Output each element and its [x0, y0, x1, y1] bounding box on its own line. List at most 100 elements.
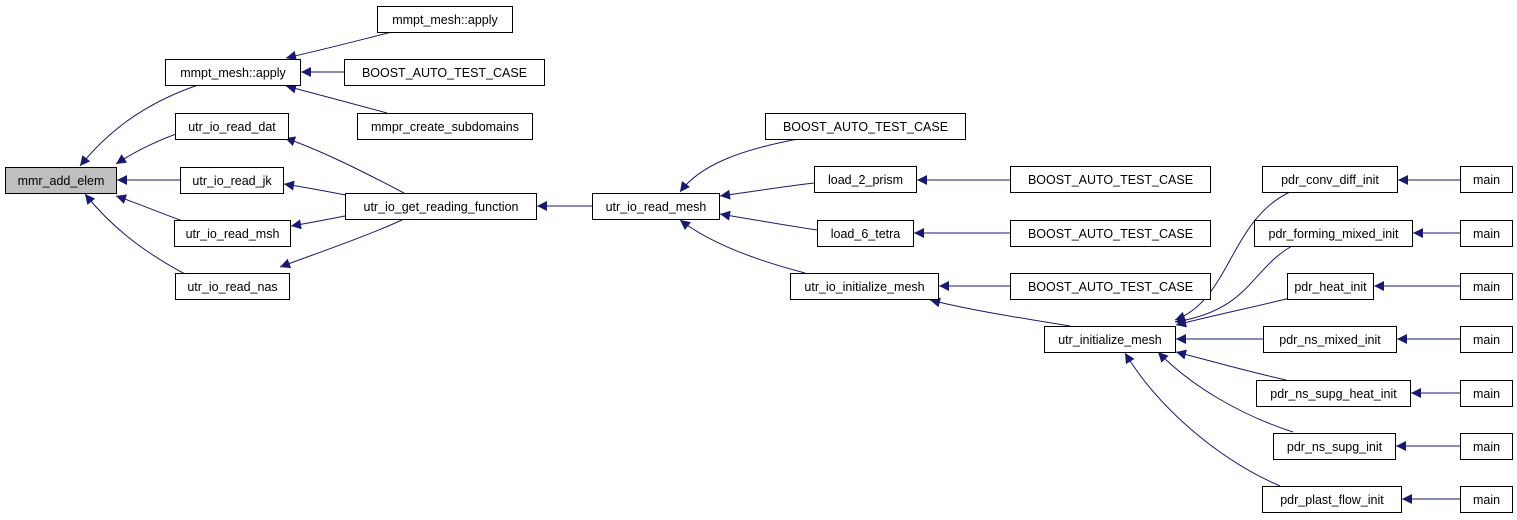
node-load_2_prism[interactable]: load_2_prism: [814, 166, 917, 193]
node-box[interactable]: [357, 113, 533, 140]
node-label: mmpt_mesh::apply: [392, 13, 498, 27]
node-main_4[interactable]: main: [1460, 326, 1513, 353]
node-utr_io_read_jk[interactable]: utr_io_read_jk: [180, 167, 284, 194]
node-label: load_2_prism: [828, 173, 903, 187]
node-main_1[interactable]: main: [1460, 166, 1513, 193]
node-box[interactable]: [1044, 326, 1176, 353]
node-load_6_tetra[interactable]: load_6_tetra: [817, 220, 914, 247]
node-main_5[interactable]: main: [1460, 380, 1513, 407]
node-boost_1[interactable]: BOOST_AUTO_TEST_CASE: [344, 59, 545, 86]
node-box[interactable]: [377, 6, 513, 33]
node-box[interactable]: [1460, 326, 1513, 353]
node-label: utr_io_initialize_mesh: [804, 280, 924, 294]
node-box[interactable]: [814, 166, 917, 193]
node-label: utr_io_read_nas: [187, 280, 277, 294]
node-utr_io_initialize_mesh[interactable]: utr_io_initialize_mesh: [790, 273, 939, 300]
node-box[interactable]: [174, 220, 291, 247]
node-box[interactable]: [592, 193, 720, 220]
edge-mmpt_apply_b-to-mmpt_apply_a: [285, 31, 393, 61]
node-pdr_forming_mixed_init[interactable]: pdr_forming_mixed_init: [1254, 220, 1413, 247]
node-pdr_ns_supg_init[interactable]: pdr_ns_supg_init: [1273, 433, 1396, 460]
node-main_2[interactable]: main: [1460, 220, 1513, 247]
edge-mmpr_create_subdomains-to-mmpt_apply_a: [285, 83, 388, 114]
node-box[interactable]: [1262, 486, 1402, 513]
node-mmr_add_elem[interactable]: mmr_add_elem: [5, 167, 117, 194]
node-utr_initialize_mesh[interactable]: utr_initialize_mesh: [1044, 326, 1176, 353]
node-boost_3[interactable]: BOOST_AUTO_TEST_CASE: [1010, 166, 1211, 193]
node-pdr_plast_flow_init[interactable]: pdr_plast_flow_init: [1262, 486, 1402, 513]
edge-mmpt_apply_a-to-mmr_add_elem: [79, 84, 199, 167]
node-pdr_heat_init[interactable]: pdr_heat_init: [1287, 273, 1374, 300]
node-box[interactable]: [1273, 433, 1396, 460]
node-mmpt_apply_b[interactable]: mmpt_mesh::apply: [377, 6, 513, 33]
node-box[interactable]: [1263, 326, 1397, 353]
node-box[interactable]: [1010, 166, 1211, 193]
node-box[interactable]: [1460, 166, 1513, 193]
node-label: BOOST_AUTO_TEST_CASE: [783, 120, 948, 134]
node-label: utr_io_read_msh: [186, 227, 280, 241]
node-box[interactable]: [165, 59, 301, 86]
edge-utr_initialize_mesh-to-utr_io_initialize_mesh: [929, 297, 1071, 327]
edge-utr_io_initialize_mesh-to-utr_io_read_mesh: [679, 219, 806, 274]
node-mmpt_apply_a[interactable]: mmpt_mesh::apply: [165, 59, 301, 86]
edge-pdr_conv_diff_init-to-utr_initialize_mesh: [1174, 191, 1291, 322]
node-pdr_ns_supg_heat_init[interactable]: pdr_ns_supg_heat_init: [1256, 380, 1411, 407]
node-label: mmpt_mesh::apply: [180, 66, 286, 80]
node-main_3[interactable]: main: [1460, 273, 1513, 300]
node-box[interactable]: [175, 113, 289, 140]
edges: [79, 31, 1460, 504]
node-label: main: [1473, 280, 1500, 294]
edge-load_2_prism-to-utr_io_read_mesh: [719, 182, 815, 200]
node-box[interactable]: [1010, 220, 1211, 247]
node-utr_io_read_nas[interactable]: utr_io_read_nas: [175, 273, 290, 300]
node-label: mmpr_create_subdomains: [371, 120, 519, 134]
node-box[interactable]: [1460, 486, 1513, 513]
edge-load_6_tetra-to-utr_io_read_mesh: [719, 210, 818, 231]
node-box[interactable]: [1262, 166, 1398, 193]
edge-utr_io_read_msh-to-mmr_add_elem: [115, 194, 184, 222]
node-label: main: [1473, 387, 1500, 401]
edge-pdr_plast_flow_init-to-utr_initialize_mesh: [1124, 352, 1281, 487]
node-box[interactable]: [175, 273, 290, 300]
node-box[interactable]: [817, 220, 914, 247]
node-label: BOOST_AUTO_TEST_CASE: [1028, 227, 1193, 241]
node-box[interactable]: [1287, 273, 1374, 300]
node-utr_io_read_mesh[interactable]: utr_io_read_mesh: [592, 193, 720, 220]
node-pdr_conv_diff_init[interactable]: pdr_conv_diff_init: [1262, 166, 1398, 193]
node-mmpr_create_subdomains[interactable]: mmpr_create_subdomains: [357, 113, 533, 140]
node-label: main: [1473, 333, 1500, 347]
node-box[interactable]: [344, 59, 545, 86]
node-utr_io_get_reading_function[interactable]: utr_io_get_reading_function: [345, 193, 537, 220]
edge-pdr_heat_init-to-utr_initialize_mesh: [1175, 297, 1291, 328]
node-boost_2[interactable]: BOOST_AUTO_TEST_CASE: [765, 113, 966, 140]
node-box[interactable]: [1010, 273, 1211, 300]
node-box[interactable]: [765, 113, 966, 140]
node-label: utr_io_read_mesh: [606, 200, 707, 214]
node-box[interactable]: [345, 193, 537, 220]
node-box[interactable]: [1256, 380, 1411, 407]
node-pdr_ns_mixed_init[interactable]: pdr_ns_mixed_init: [1263, 326, 1397, 353]
node-label: utr_io_get_reading_function: [364, 200, 519, 214]
node-box[interactable]: [5, 167, 117, 194]
node-box[interactable]: [1460, 273, 1513, 300]
nodes: mmr_add_elem mmpt_mesh::applyutr_io_read_…: [5, 6, 1513, 513]
node-label: pdr_ns_mixed_init: [1279, 333, 1381, 347]
node-boost_5[interactable]: BOOST_AUTO_TEST_CASE: [1010, 273, 1211, 300]
node-box[interactable]: [180, 167, 284, 194]
node-box[interactable]: [1460, 380, 1513, 407]
node-main_7[interactable]: main: [1460, 486, 1513, 513]
node-label: pdr_ns_supg_init: [1287, 440, 1383, 454]
edge-boost_2-to-utr_io_read_mesh: [679, 138, 799, 193]
node-label: main: [1473, 493, 1500, 507]
node-main_6[interactable]: main: [1460, 433, 1513, 460]
node-box[interactable]: [1460, 433, 1513, 460]
edge-utr_io_read_nas-to-mmr_add_elem: [84, 193, 186, 275]
node-label: main: [1473, 440, 1500, 454]
node-box[interactable]: [1460, 220, 1513, 247]
node-utr_io_read_msh[interactable]: utr_io_read_msh: [174, 220, 291, 247]
node-box[interactable]: [1254, 220, 1413, 247]
node-utr_io_read_dat[interactable]: utr_io_read_dat: [175, 113, 289, 140]
node-label: mmr_add_elem: [18, 174, 105, 188]
node-boost_4[interactable]: BOOST_AUTO_TEST_CASE: [1010, 220, 1211, 247]
node-box[interactable]: [790, 273, 939, 300]
